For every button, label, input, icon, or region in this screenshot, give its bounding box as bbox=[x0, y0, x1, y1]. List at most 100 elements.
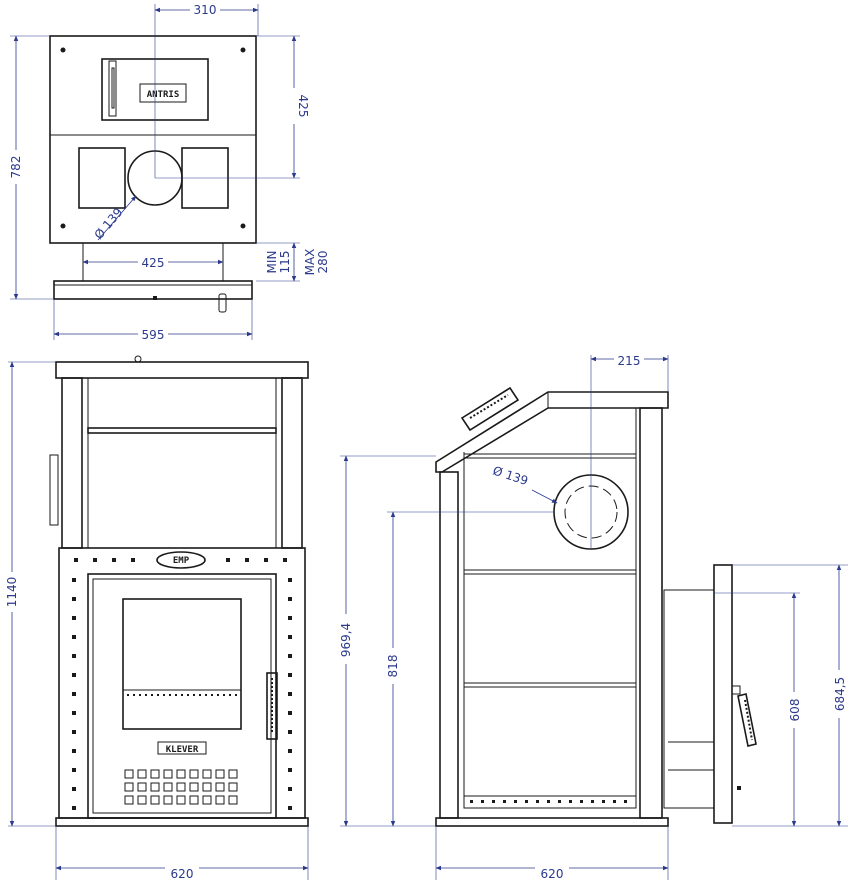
rivet bbox=[72, 578, 76, 582]
rivet bbox=[74, 558, 78, 562]
dim-leg-425: 425 bbox=[142, 256, 165, 270]
vent-slot bbox=[137, 795, 147, 805]
vent-slot bbox=[215, 795, 225, 805]
top-dimensions: 310 425 782 Ø 139 425 MIN 115 MAX 280 bbox=[8, 2, 330, 342]
rivet bbox=[569, 800, 572, 803]
dim-top-310: 310 bbox=[194, 3, 217, 17]
dim-top-flue-diameter: Ø 139 bbox=[92, 205, 126, 242]
rivet bbox=[288, 635, 292, 639]
rivet bbox=[288, 768, 292, 772]
vent-slot bbox=[189, 782, 199, 792]
rivet bbox=[288, 654, 292, 658]
rivet bbox=[112, 558, 116, 562]
dim-side-608: 608 bbox=[788, 699, 802, 722]
side-sloped-top bbox=[435, 391, 669, 473]
rivet bbox=[503, 800, 506, 803]
front-door bbox=[87, 573, 277, 819]
front-air-vent-grid bbox=[124, 769, 238, 805]
rivet bbox=[288, 578, 292, 582]
dim-side-620: 620 bbox=[541, 867, 564, 881]
rivet bbox=[264, 558, 268, 562]
vent-slot bbox=[137, 769, 147, 779]
front-badge-label: EMP bbox=[173, 556, 190, 566]
vent-slot bbox=[202, 782, 212, 792]
rivet bbox=[226, 558, 230, 562]
side-rivets bbox=[470, 800, 627, 803]
vent-slot bbox=[189, 795, 199, 805]
rivet bbox=[514, 800, 517, 803]
vent-slot bbox=[124, 782, 134, 792]
dim-side-818: 818 bbox=[386, 655, 400, 678]
vent-slot bbox=[163, 795, 173, 805]
rivet bbox=[470, 800, 473, 803]
rivet bbox=[72, 749, 76, 753]
rivet bbox=[72, 806, 76, 810]
vent-slot bbox=[215, 769, 225, 779]
side-base bbox=[435, 817, 669, 827]
top-brand-label: ANTRIS bbox=[147, 90, 180, 100]
rivet bbox=[72, 654, 76, 658]
dim-front-1140: 1140 bbox=[5, 577, 19, 608]
front-dimensions: 1140 620 bbox=[4, 361, 309, 881]
dim-max-value: 280 bbox=[316, 251, 330, 274]
vent-slot bbox=[150, 769, 160, 779]
rivet bbox=[288, 749, 292, 753]
side-door-handle bbox=[737, 693, 757, 747]
vent-slot bbox=[202, 795, 212, 805]
front-badge bbox=[156, 551, 206, 569]
dim-top-425-vertical: 425 bbox=[296, 95, 310, 118]
rivet bbox=[288, 616, 292, 620]
vent-slot bbox=[124, 769, 134, 779]
dim-side-flue-diameter: Ø 139 bbox=[491, 464, 530, 488]
rivet bbox=[283, 558, 287, 562]
rivet bbox=[288, 730, 292, 734]
vent-slot bbox=[176, 769, 186, 779]
rivet bbox=[245, 558, 249, 562]
dim-min-value: 115 bbox=[278, 251, 292, 274]
rivet bbox=[288, 597, 292, 601]
vent-slot bbox=[124, 795, 134, 805]
vent-slot bbox=[228, 795, 238, 805]
rivet bbox=[72, 692, 76, 696]
top-view: ANTRIS bbox=[49, 35, 257, 313]
vent-slot bbox=[202, 769, 212, 779]
vent-slot bbox=[137, 782, 147, 792]
front-view: EMP KLEVER bbox=[49, 355, 309, 827]
vent-slot bbox=[176, 795, 186, 805]
dim-side-969: 969,4 bbox=[339, 623, 353, 657]
rivet bbox=[288, 692, 292, 696]
rivet bbox=[613, 800, 616, 803]
dim-min-label: MIN bbox=[265, 251, 279, 274]
dim-side-684: 684,5 bbox=[833, 677, 847, 711]
vent-slot bbox=[150, 782, 160, 792]
front-model-label: KLEVER bbox=[166, 745, 199, 755]
rivet bbox=[288, 711, 292, 715]
rivet bbox=[72, 730, 76, 734]
rivet bbox=[602, 800, 605, 803]
dim-top-782: 782 bbox=[9, 156, 23, 179]
rivet bbox=[288, 806, 292, 810]
rivet bbox=[481, 800, 484, 803]
side-door bbox=[713, 564, 733, 824]
front-door-handle bbox=[266, 672, 278, 740]
rivet bbox=[558, 800, 561, 803]
rivet bbox=[131, 558, 135, 562]
rivet bbox=[591, 800, 594, 803]
rivet bbox=[72, 768, 76, 772]
rivet bbox=[547, 800, 550, 803]
rivet bbox=[72, 597, 76, 601]
side-view bbox=[435, 386, 757, 827]
vent-slot bbox=[189, 769, 199, 779]
dim-max-label: MAX bbox=[303, 249, 317, 276]
rivet bbox=[72, 635, 76, 639]
rivet bbox=[580, 800, 583, 803]
vent-slot bbox=[176, 782, 186, 792]
rivet bbox=[536, 800, 539, 803]
rivet bbox=[624, 800, 627, 803]
rivet bbox=[72, 711, 76, 715]
dim-base-595: 595 bbox=[142, 328, 165, 342]
rivet bbox=[525, 800, 528, 803]
dim-front-620: 620 bbox=[171, 867, 194, 881]
vent-slot bbox=[150, 795, 160, 805]
